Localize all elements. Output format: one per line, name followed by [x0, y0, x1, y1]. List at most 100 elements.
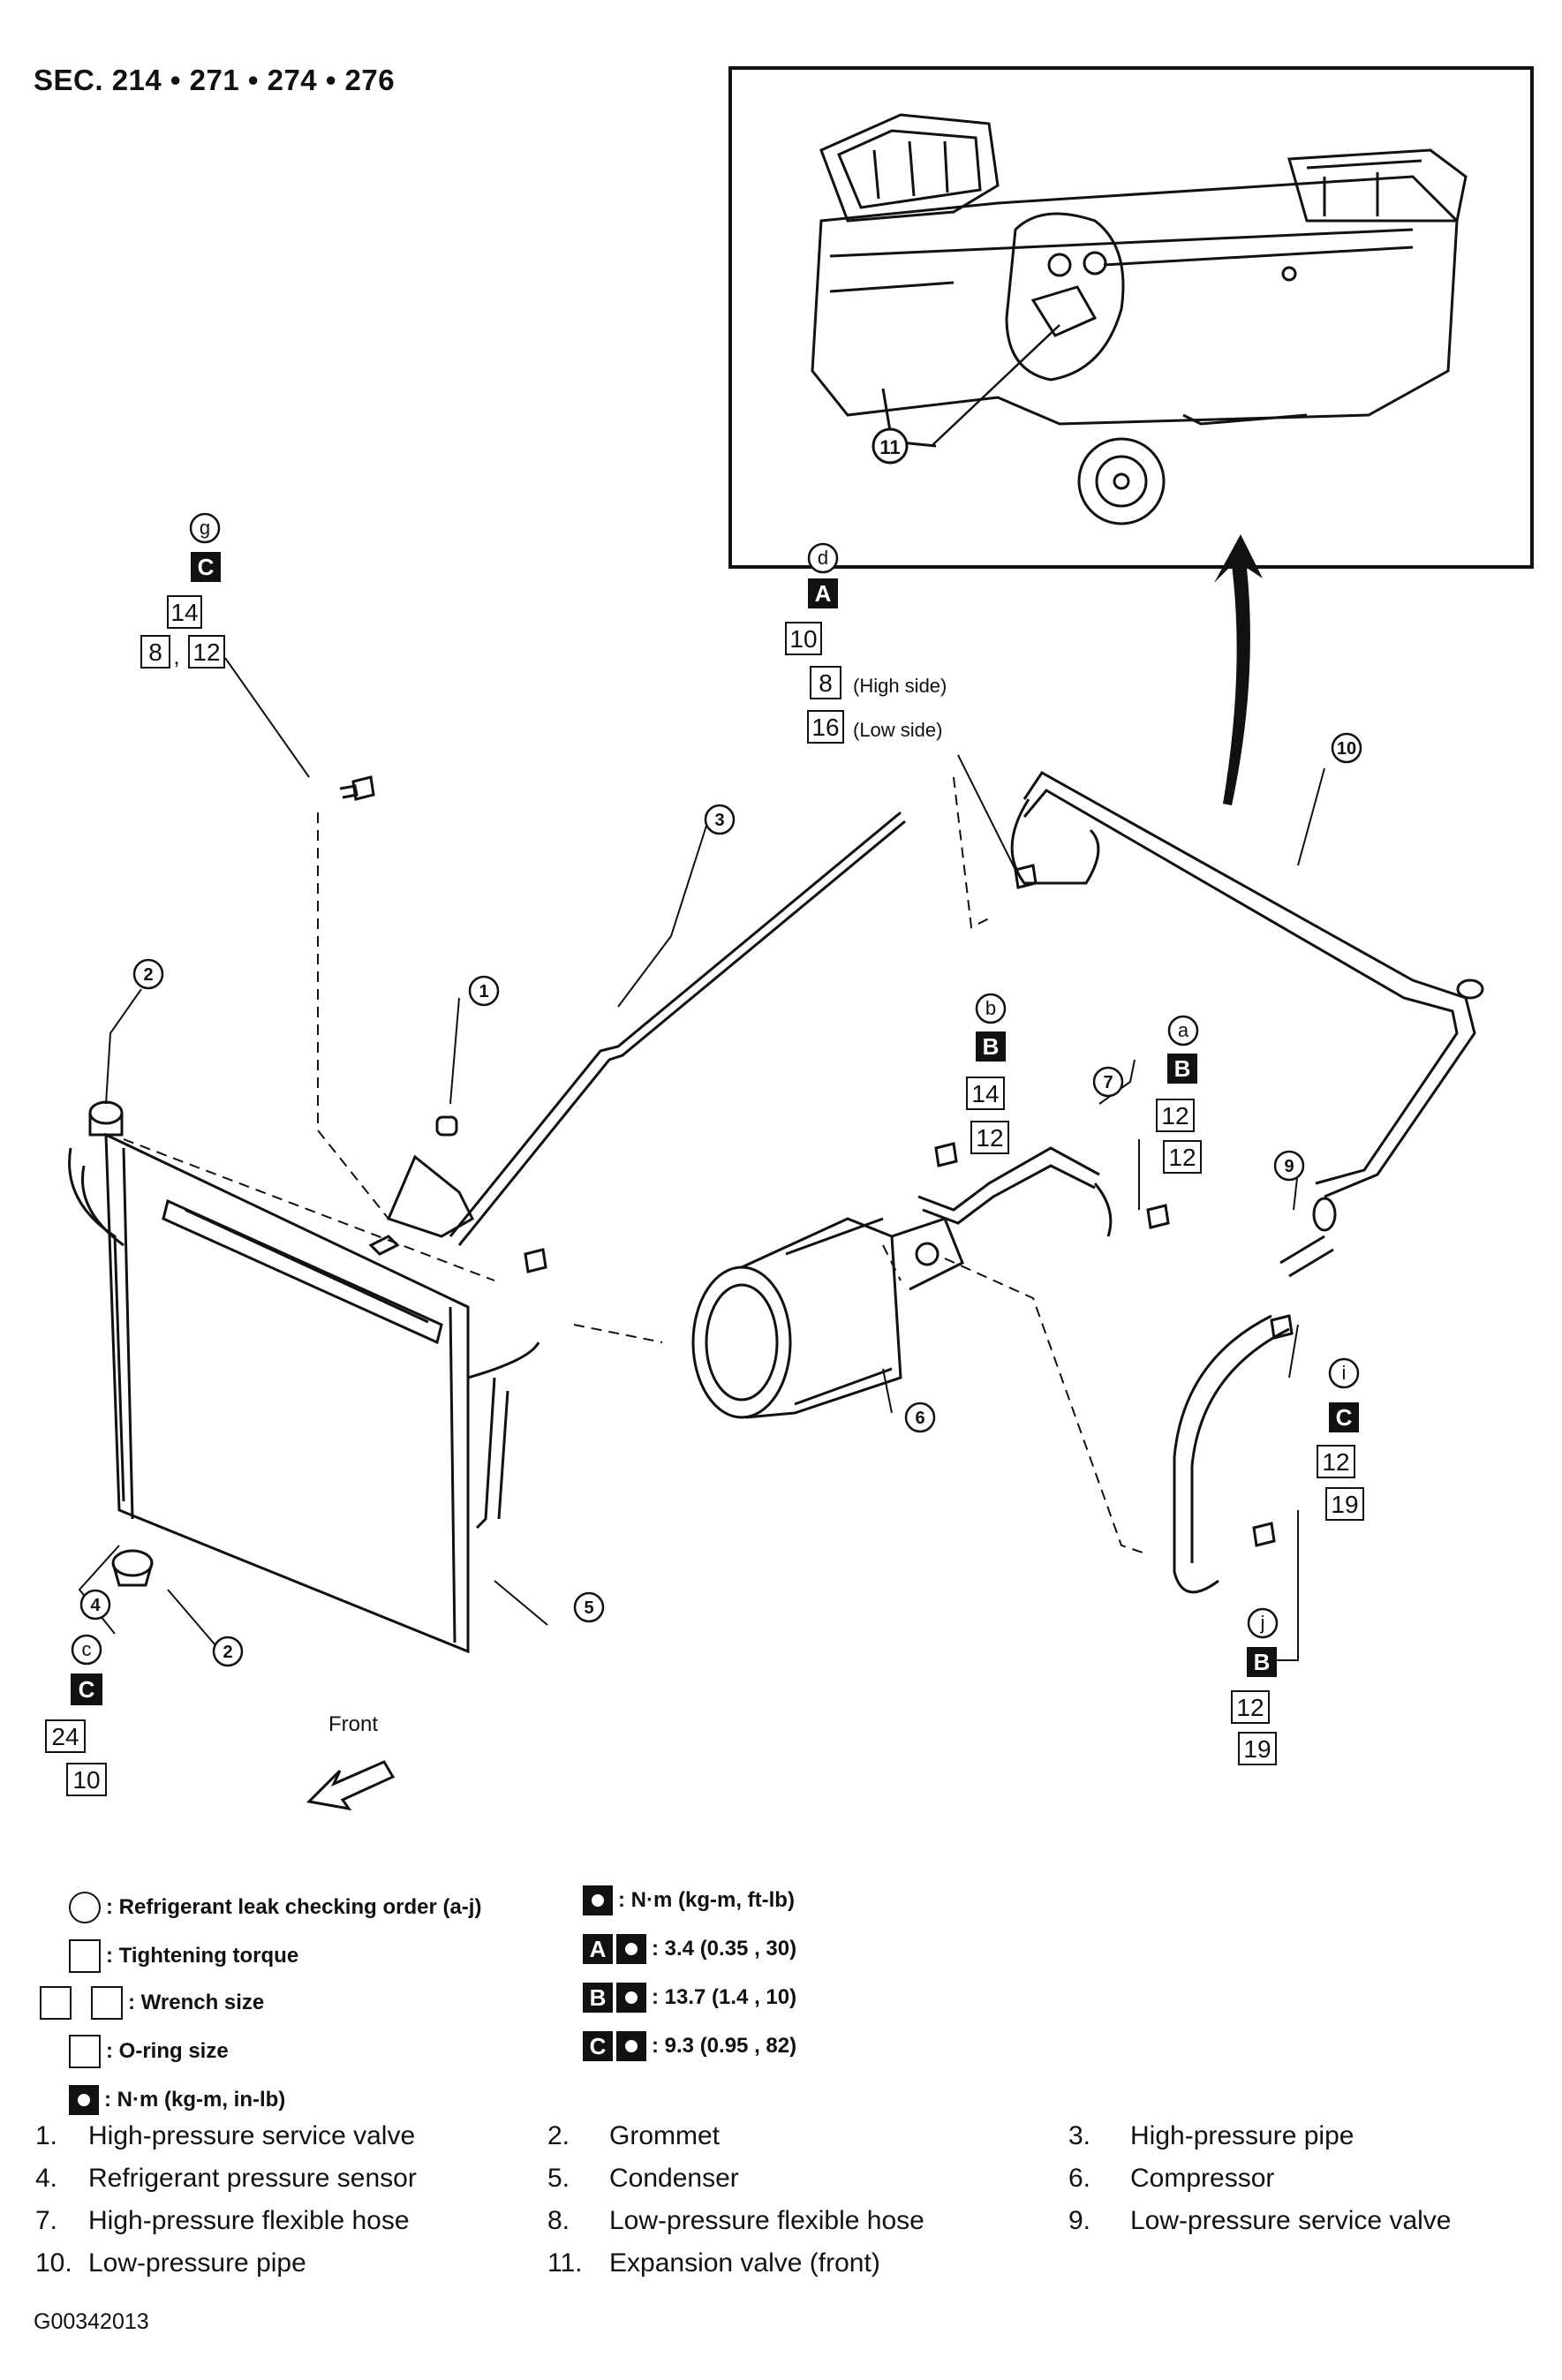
- svg-text:C: C: [79, 1676, 95, 1703]
- wrench-icon: [69, 2085, 99, 2115]
- svg-text:B: B: [1254, 1649, 1271, 1675]
- legend-torque-a: A : 3.4 (0.35 , 30): [583, 1931, 796, 1967]
- svg-text:Front: Front: [328, 1712, 378, 1736]
- front-indicator: Front: [306, 1712, 396, 1811]
- svg-text:19: 19: [1331, 1491, 1358, 1518]
- svg-text:C: C: [1336, 1404, 1353, 1431]
- svg-text:(High side): (High side): [853, 675, 947, 697]
- box-icon: [69, 2035, 101, 2068]
- arrow-to-inset: [1214, 534, 1263, 805]
- svg-text:,: ,: [173, 643, 179, 669]
- box-icon: [69, 1939, 101, 1973]
- part-name: Low-pressure pipe: [88, 2248, 306, 2278]
- wrench-icon: [583, 1885, 613, 1915]
- part-number-circles: [79, 732, 1362, 1667]
- callout-g: g C 14 8 , 12: [140, 512, 225, 669]
- svg-text:12: 12: [1322, 1448, 1349, 1476]
- legend-torque-b: B : 13.7 (1.4 , 10): [583, 1980, 796, 2015]
- svg-text:10: 10: [72, 1766, 100, 1794]
- legend-nm-ftlb: : N·m (kg-m, ft-lb): [583, 1883, 795, 1918]
- part-number: 9.: [1068, 2206, 1091, 2235]
- parts-row: 4. Refrigerant pressure sensor 5. Conden…: [35, 2157, 1536, 2200]
- part-number: 1.: [35, 2121, 58, 2150]
- legend-torque-c: C : 9.3 (0.95 , 82): [583, 2029, 796, 2064]
- label-7: 7: [1103, 1073, 1113, 1092]
- flexible-hoses: [917, 1146, 1337, 1594]
- svg-text:c: c: [82, 1638, 92, 1660]
- svg-text:24: 24: [51, 1723, 79, 1750]
- legend-wrench-size: : Wrench size: [40, 1985, 264, 2021]
- label-9: 9: [1284, 1157, 1294, 1176]
- parts-row: 1. High-pressure service valve 2. Gromme…: [35, 2115, 1536, 2157]
- bolts: [339, 775, 1294, 1547]
- svg-text:d: d: [818, 547, 828, 569]
- part-name: Low-pressure flexible hose: [609, 2206, 924, 2235]
- label-5: 5: [584, 1598, 593, 1618]
- part-number: 5.: [547, 2164, 570, 2193]
- section-header: SEC. 214 • 271 • 274 • 276: [34, 64, 396, 96]
- part-number: 6.: [1068, 2164, 1091, 2193]
- box-icon: [40, 1986, 72, 2020]
- part-number: 11.: [547, 2248, 583, 2278]
- part-name: High-pressure pipe: [1130, 2121, 1354, 2150]
- part-name: High-pressure service valve: [88, 2121, 416, 2150]
- svg-text:12: 12: [1236, 1694, 1264, 1721]
- svg-text:10: 10: [789, 625, 817, 653]
- part-name: High-pressure flexible hose: [88, 2206, 410, 2235]
- label-2-top: 2: [143, 965, 153, 985]
- wrench-icon: [616, 1983, 646, 2013]
- svg-text:b: b: [985, 997, 996, 1019]
- svg-text:19: 19: [1243, 1735, 1271, 1763]
- svg-text:14: 14: [971, 1080, 999, 1107]
- part-name: Compressor: [1130, 2164, 1275, 2193]
- svg-text:12: 12: [1161, 1102, 1188, 1130]
- svg-text:A: A: [815, 580, 832, 607]
- condenser: [68, 1100, 540, 1654]
- legend-circle: : Refrigerant leak checking order (a-j): [69, 1890, 481, 1925]
- svg-text:a: a: [1178, 1019, 1189, 1041]
- circle-icon: [69, 1892, 101, 1923]
- svg-text:12: 12: [1168, 1144, 1196, 1171]
- label-2-bottom: 2: [223, 1643, 232, 1662]
- svg-text:16: 16: [811, 714, 839, 741]
- wrench-icon: [616, 1934, 646, 1964]
- part-number: 2.: [547, 2121, 570, 2150]
- svg-text:(Low side): (Low side): [853, 719, 942, 741]
- svg-text:i: i: [1342, 1362, 1347, 1384]
- figure-code: G00342013: [34, 2309, 149, 2334]
- svg-text:B: B: [1174, 1055, 1191, 1082]
- callout-b: b B 14 12: [966, 993, 1009, 1154]
- callout-i: i C 12 19: [1317, 1357, 1364, 1521]
- part-number: 10.: [35, 2248, 72, 2278]
- callout-d: d A 10 8 (High side) 16 (Low side): [785, 542, 947, 744]
- svg-text:12: 12: [976, 1124, 1003, 1152]
- svg-text:12: 12: [192, 638, 220, 666]
- dashed-leaders: [123, 776, 1149, 1555]
- legend-torque-box: : Tightening torque: [69, 1938, 298, 1974]
- leader-lines: [78, 657, 1325, 1661]
- parts-list: 1. High-pressure service valve 2. Gromme…: [35, 2115, 1536, 2285]
- label-6: 6: [915, 1409, 924, 1428]
- part-number: 8.: [547, 2206, 570, 2235]
- callout-a: a B 12 12: [1156, 1015, 1202, 1174]
- inset-evaporator-view: 11: [728, 66, 1534, 569]
- label-11: 11: [879, 436, 900, 458]
- parts-row: 7. High-pressure flexible hose 8. Low-pr…: [35, 2200, 1536, 2242]
- label-1: 1: [479, 982, 488, 1001]
- svg-text:g: g: [200, 517, 210, 539]
- svg-text:C: C: [198, 554, 215, 580]
- svg-text:8: 8: [148, 638, 162, 666]
- callout-c: c C 24 10: [45, 1634, 107, 1796]
- box-icon: [91, 1986, 123, 2020]
- label-10: 10: [1337, 739, 1356, 759]
- svg-text:j: j: [1260, 1612, 1265, 1634]
- svg-text:B: B: [983, 1033, 1000, 1060]
- callout-j: j B 12 19: [1231, 1607, 1279, 1765]
- compressor: [691, 1217, 964, 1419]
- part-name: Expansion valve (front): [609, 2248, 880, 2278]
- part-name: Refrigerant pressure sensor: [88, 2164, 417, 2193]
- svg-text:8: 8: [819, 669, 833, 697]
- part-name: Low-pressure service valve: [1130, 2206, 1452, 2235]
- wrench-icon: [616, 2031, 646, 2061]
